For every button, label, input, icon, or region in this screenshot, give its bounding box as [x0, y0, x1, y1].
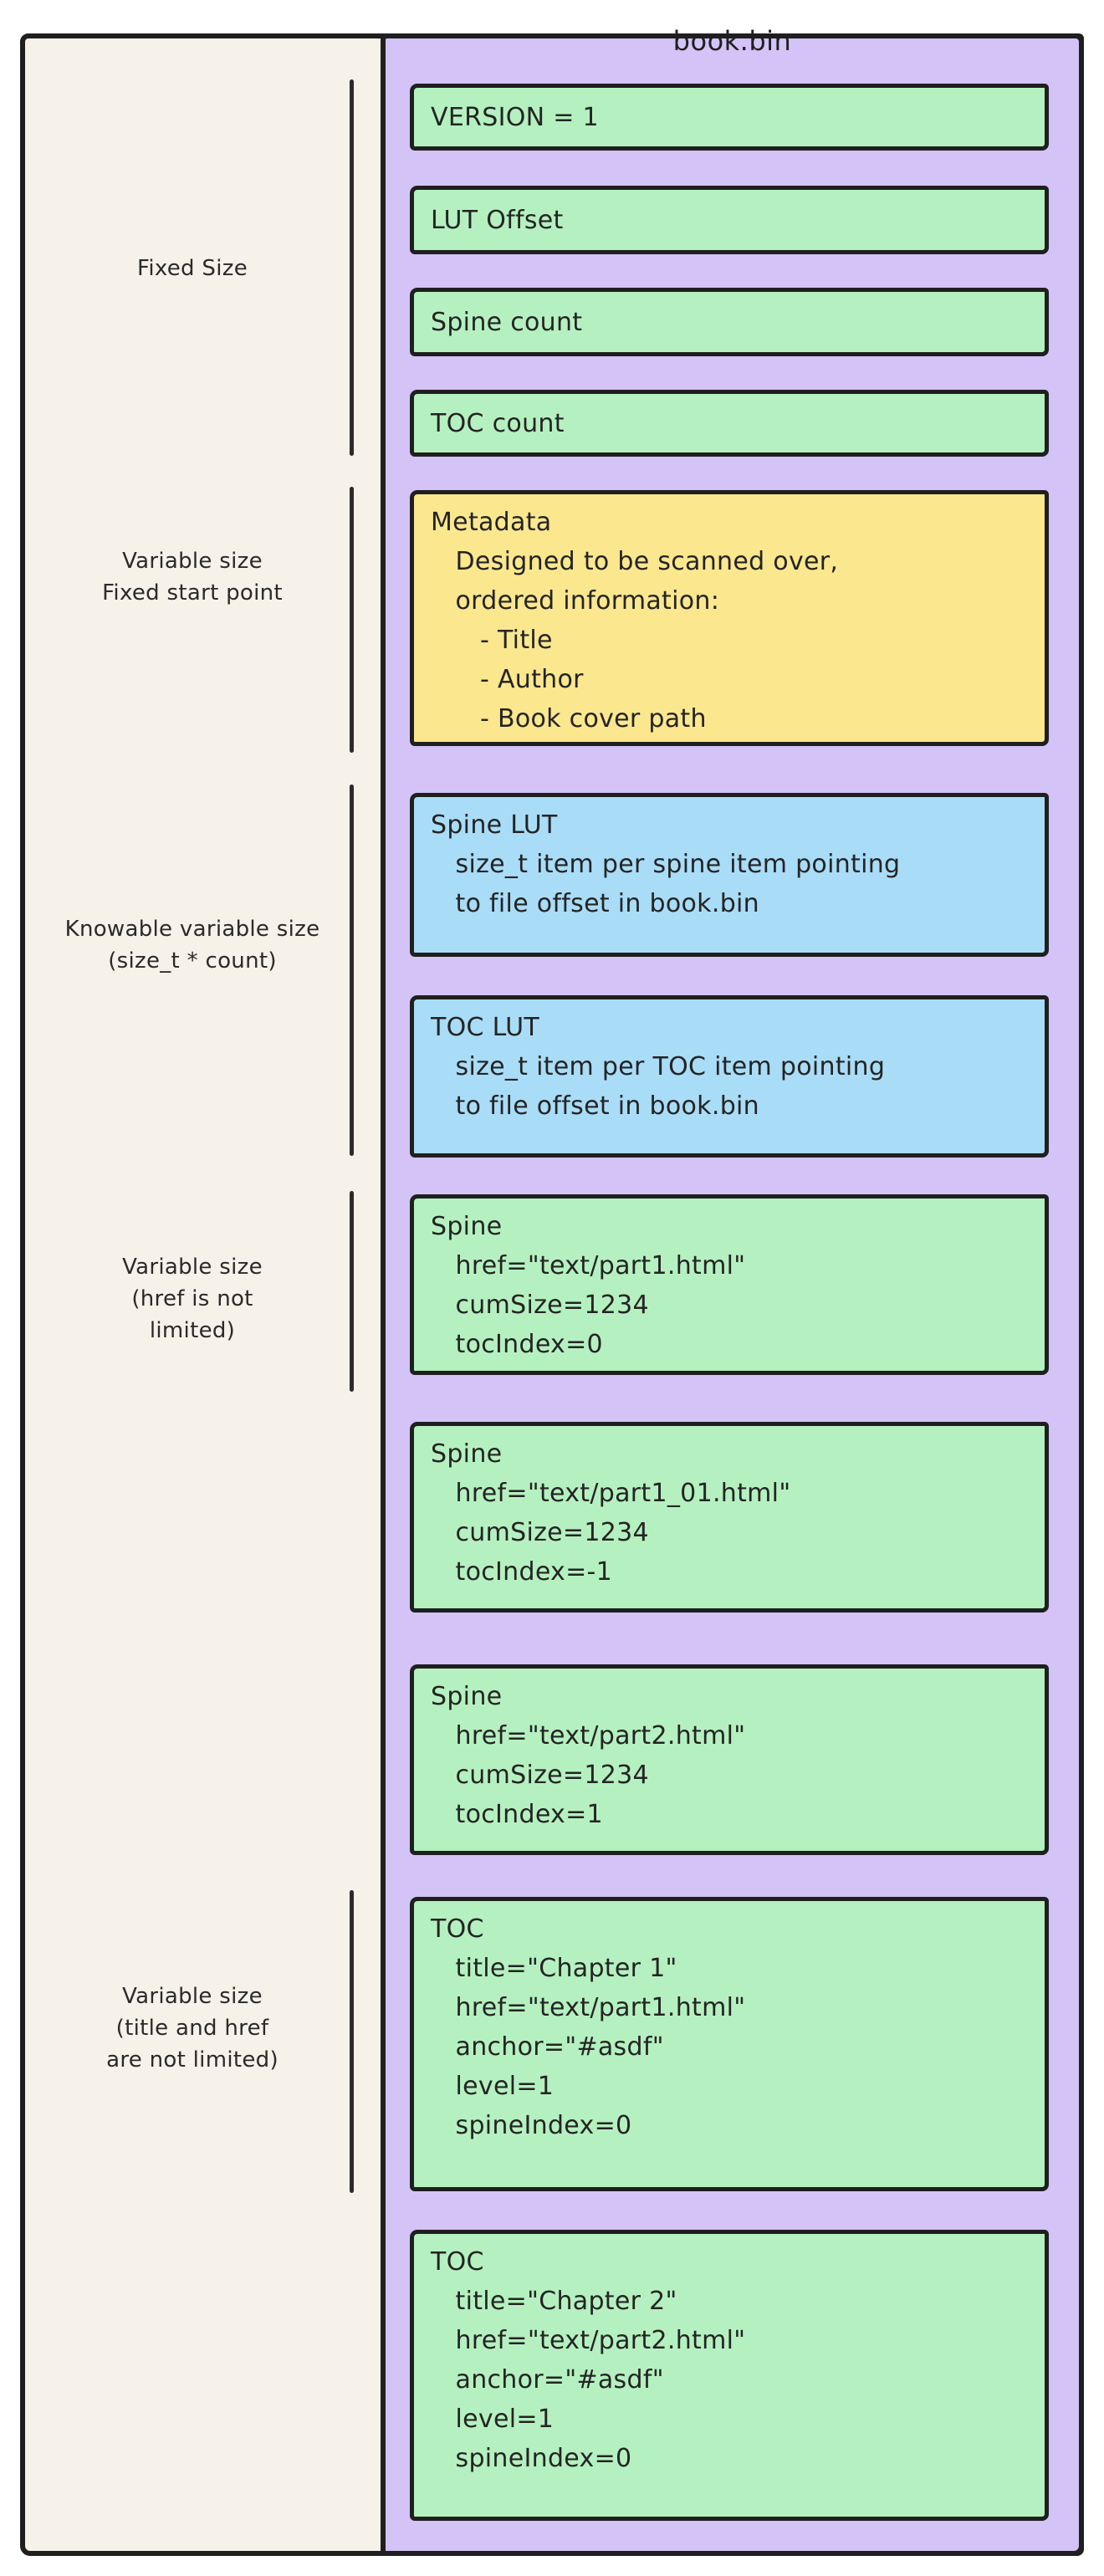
box-line: title="Chapter 2"	[431, 2287, 677, 2316]
box-toc-count: TOC count	[410, 390, 1049, 457]
box-line: to file offset in book.bin	[431, 1091, 759, 1121]
box-spine-entry-2: Spine href="text/part1_01.html" cumSize=…	[410, 1422, 1049, 1613]
box-spine-entry-1: Spine href="text/part1.html" cumSize=123…	[410, 1194, 1049, 1375]
panel-title: book.bin	[672, 25, 792, 57]
section-label-line: (title and href	[115, 2016, 269, 2041]
box-line: Spine	[431, 1439, 503, 1469]
section-label-line: (href is not	[131, 1286, 253, 1311]
box-line: href="text/part1_01.html"	[431, 1479, 791, 1508]
section-bracket-line	[350, 487, 354, 753]
box-line: - Author	[431, 665, 584, 694]
box-line: anchor="#asdf"	[431, 2365, 664, 2395]
box-line: size_t item per spine item pointing	[431, 850, 901, 879]
box-toc-entry-1: TOC title="Chapter 1" href="text/part1.h…	[410, 1897, 1049, 2191]
section-label-line: Variable size	[122, 1984, 263, 2009]
box-line: href="text/part1.html"	[431, 1993, 746, 2022]
section-label-line: are not limited)	[106, 2047, 279, 2073]
section-bracket-line	[350, 1890, 354, 2193]
box-line: VERSION = 1	[431, 102, 599, 132]
box-spine-lut: Spine LUT size_t item per spine item poi…	[410, 793, 1049, 957]
section-label-line: Fixed Size	[136, 256, 248, 281]
box-line: - Title	[431, 626, 553, 655]
box-line: href="text/part1.html"	[431, 1251, 746, 1280]
section-label-line: (size_t * count)	[108, 948, 277, 974]
box-line: spineIndex=0	[431, 2111, 632, 2140]
section-bracket-line	[350, 785, 354, 1156]
box-line: Designed to be scanned over,	[431, 547, 839, 576]
box-line: size_t item per TOC item pointing	[431, 1052, 886, 1081]
section-label-variable-size-title-href: Variable size (title and href are not limi…	[33, 1981, 351, 2076]
box-line: cumSize=1234	[431, 1518, 649, 1547]
box-toc-lut: TOC LUT size_t item per TOC item pointin…	[410, 995, 1049, 1158]
section-label-line: Knowable variable size	[64, 917, 320, 942]
box-line: level=1	[431, 2405, 555, 2434]
section-label-variable-size-href: Variable size (href is not limited)	[33, 1251, 351, 1347]
box-line: Spine	[431, 1212, 503, 1241]
box-line: TOC	[431, 1914, 484, 1944]
box-line: cumSize=1234	[431, 1761, 649, 1790]
box-spine-count: Spine count	[410, 288, 1049, 356]
box-toc-entry-2: TOC title="Chapter 2" href="text/part2.h…	[410, 2230, 1049, 2521]
box-line: spineIndex=0	[431, 2444, 632, 2473]
box-line: LUT Offset	[431, 205, 564, 235]
box-line: href="text/part2.html"	[431, 1721, 746, 1751]
section-label-line: limited)	[149, 1318, 236, 1343]
box-spine-entry-3: Spine href="text/part2.html" cumSize=123…	[410, 1664, 1049, 1855]
box-metadata: Metadata Designed to be scanned over, or…	[410, 490, 1049, 746]
box-line: title="Chapter 1"	[431, 1954, 677, 1983]
section-label-knowable-variable-size: Knowable variable size (size_t * count)	[33, 913, 351, 977]
box-line: Spine	[431, 1682, 503, 1711]
box-line: ordered information:	[431, 586, 720, 616]
box-line: cumSize=1234	[431, 1291, 649, 1320]
box-line: Spine LUT	[431, 810, 558, 840]
box-line: TOC	[431, 2247, 484, 2277]
box-line: anchor="#asdf"	[431, 2032, 664, 2062]
section-label-line: Variable size	[122, 549, 263, 574]
box-line: to file offset in book.bin	[431, 889, 759, 918]
section-bracket-line	[350, 1191, 354, 1392]
section-bracket-line	[350, 79, 354, 456]
box-line: tocIndex=1	[431, 1800, 603, 1829]
box-line: tocIndex=0	[431, 1330, 603, 1359]
box-line: Spine count	[431, 307, 583, 337]
box-line: level=1	[431, 2072, 555, 2101]
box-lut-offset: LUT Offset	[410, 186, 1049, 254]
section-label-line: Variable size	[122, 1255, 263, 1280]
box-version: VERSION = 1	[410, 84, 1049, 151]
box-line: href="text/part2.html"	[431, 2326, 746, 2355]
box-line: tocIndex=-1	[431, 1557, 613, 1587]
box-line: Metadata	[431, 508, 552, 537]
box-line: - Book cover path	[431, 704, 707, 733]
section-label-fixed-size: Fixed Size	[33, 253, 351, 284]
box-line: TOC count	[431, 408, 565, 438]
box-line: TOC LUT	[431, 1013, 540, 1042]
section-label-line: Fixed start point	[102, 580, 283, 606]
